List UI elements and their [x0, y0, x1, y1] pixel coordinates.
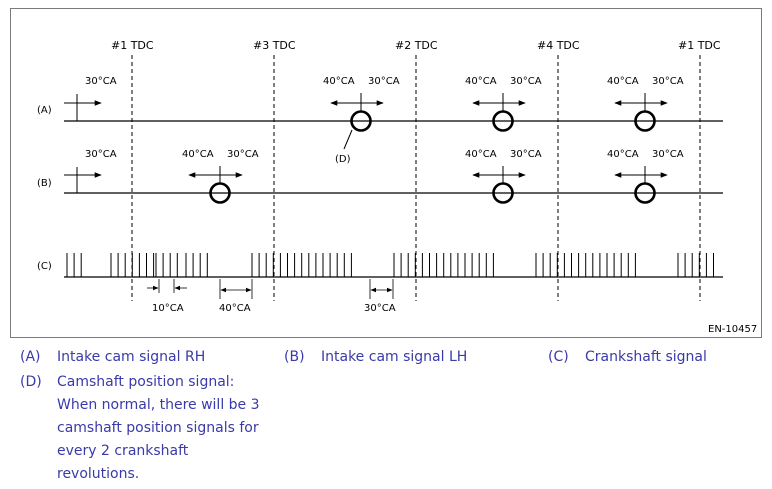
figure-id: EN-10457 — [708, 324, 757, 335]
angle-label: 30°CA — [510, 76, 542, 87]
tdc-label-1-end: #1 TDC — [678, 39, 721, 52]
legend-key-b: (B) — [284, 349, 305, 365]
cam-marker-b3 — [634, 182, 656, 204]
angle-label: 30°CA — [85, 76, 117, 87]
tdc-label-1: #1 TDC — [111, 39, 154, 52]
angle-label: 40°CA — [182, 149, 214, 160]
legend-text-d: Camshaft position signal: When normal, t… — [57, 371, 260, 486]
angle-label: 40°CA — [465, 149, 497, 160]
crank-teeth — [66, 253, 714, 277]
angle-label: 30°CA — [368, 76, 400, 87]
diagram-frame: #1 TDC #3 TDC #2 TDC #4 TDC #1 TDC (A) (… — [10, 8, 762, 338]
legend-text-c: Crankshaft signal — [585, 349, 707, 365]
angle-label: 40°CA — [607, 149, 639, 160]
tdc-label-4: #4 TDC — [537, 39, 580, 52]
marker-d-label: (D) — [335, 154, 351, 165]
tdc-label-2: #2 TDC — [395, 39, 438, 52]
tdc-lines — [131, 55, 701, 301]
cam-marker-b1 — [209, 182, 231, 204]
row-label-b: (B) — [37, 178, 52, 189]
legend-d-line: every 2 crankshaft — [57, 443, 189, 459]
signal-row-b — [64, 166, 723, 204]
legend-key-d: (D) — [20, 374, 42, 390]
cam-marker-a2 — [492, 110, 514, 132]
cam-marker-a3 — [634, 110, 656, 132]
cam-marker-b2 — [492, 182, 514, 204]
legend-key-a: (A) — [20, 349, 41, 365]
signal-row-a — [64, 93, 723, 150]
legend-text-a: Intake cam signal RH — [57, 349, 206, 365]
legend-d-line: revolutions. — [57, 466, 140, 482]
legend-d: (D) Camshaft position signal: When norma… — [20, 371, 310, 486]
legend-d-line: When normal, there will be 3 — [57, 397, 260, 413]
timing-diagram: #1 TDC #3 TDC #2 TDC #4 TDC #1 TDC (A) (… — [37, 39, 757, 335]
legend-text-b: Intake cam signal LH — [321, 349, 468, 365]
angle-label: 10°CA — [152, 303, 184, 314]
legend-b: (B) Intake cam signal LH — [284, 346, 544, 369]
angle-label: 40°CA — [219, 303, 251, 314]
angle-label: 40°CA — [607, 76, 639, 87]
legend-a: (A) Intake cam signal RH — [20, 346, 280, 369]
legend-key-c: (C) — [548, 349, 569, 365]
angle-label: 30°CA — [652, 76, 684, 87]
row-label-a: (A) — [37, 105, 52, 116]
angle-label: 40°CA — [323, 76, 355, 87]
tdc-label-3: #3 TDC — [253, 39, 296, 52]
marker-d-leader — [343, 129, 353, 150]
row-label-c: (C) — [37, 261, 52, 272]
legend-d-line: camshaft position signals for — [57, 420, 259, 436]
angle-label: 30°CA — [85, 149, 117, 160]
cam-marker-a1 — [350, 110, 372, 132]
angle-label: 30°CA — [652, 149, 684, 160]
angle-label: 30°CA — [227, 149, 259, 160]
angle-label: 30°CA — [364, 303, 396, 314]
angle-label: 30°CA — [510, 149, 542, 160]
legend-d-line: Camshaft position signal: — [57, 374, 235, 390]
legend-c: (C) Crankshaft signal — [548, 346, 758, 369]
signal-row-c — [64, 253, 723, 299]
angle-label: 40°CA — [465, 76, 497, 87]
